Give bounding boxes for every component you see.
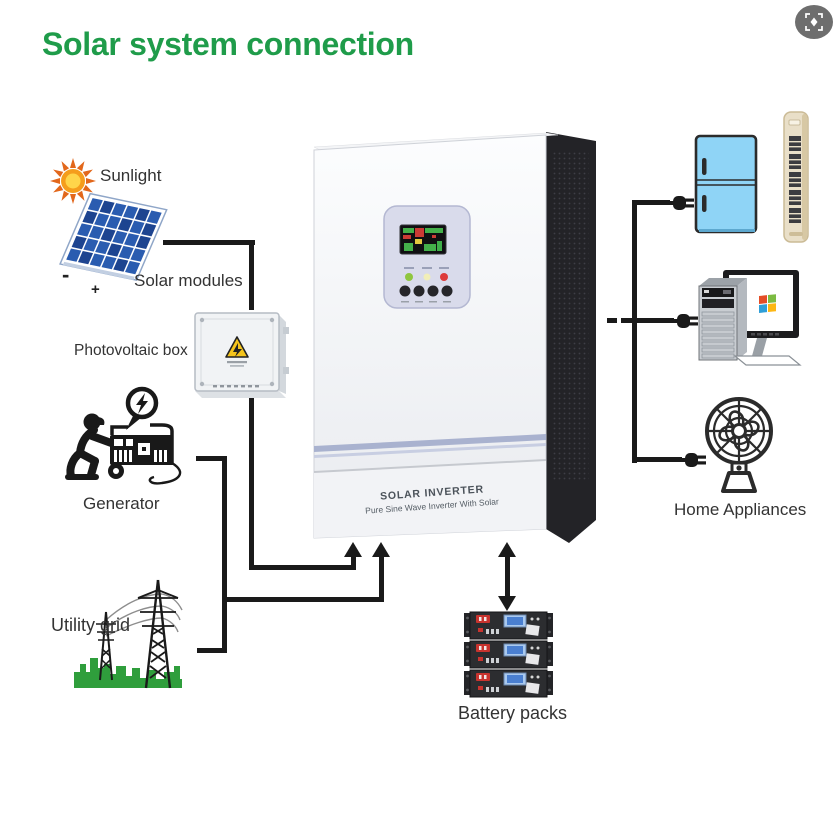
wire-bracket-vertical bbox=[222, 456, 227, 653]
ac-tower-icon bbox=[782, 110, 812, 246]
wire-fan-branch bbox=[632, 457, 682, 462]
fan-icon bbox=[703, 395, 775, 497]
refrigerator-icon bbox=[694, 134, 760, 238]
solar-panel-icon bbox=[48, 188, 178, 298]
wire-fridge-branch bbox=[632, 200, 670, 205]
wire-arrow2-shaft bbox=[379, 555, 384, 601]
wire-solar-horizontal bbox=[163, 240, 255, 245]
plug-icon bbox=[672, 311, 700, 331]
wire-solar-vertical bbox=[249, 240, 254, 310]
arrow-into-inverter-1 bbox=[344, 542, 362, 557]
generator-label: Generator bbox=[83, 494, 160, 513]
plug-icon bbox=[680, 450, 708, 470]
image-search-icon bbox=[804, 12, 824, 32]
solar-plus-sign: + bbox=[91, 281, 100, 298]
wire-utility-horizontal bbox=[197, 648, 227, 653]
solar-modules-label: Solar modules bbox=[134, 271, 243, 290]
battery-packs-label: Battery packs bbox=[458, 703, 568, 723]
wire-appliance-trunk bbox=[632, 200, 637, 463]
wire-arrow1-shaft bbox=[351, 555, 356, 569]
utility-grid-icon bbox=[66, 568, 196, 696]
computer-icon bbox=[693, 268, 803, 368]
sun-icon bbox=[49, 157, 97, 205]
utility-grid-label: Utility grid bbox=[51, 615, 131, 635]
wire-junction-horizontal bbox=[222, 597, 384, 602]
battery-pack-stack bbox=[464, 611, 553, 699]
arrow-into-inverter-2 bbox=[372, 542, 390, 557]
image-search-button[interactable] bbox=[795, 5, 833, 39]
plug-icon bbox=[668, 193, 696, 213]
photovoltaic-box-label: Photovoltaic box bbox=[74, 342, 188, 359]
solar-minus-sign: - bbox=[62, 262, 70, 287]
wire-pvbox-vertical bbox=[249, 398, 254, 570]
wire-computer-branch bbox=[621, 318, 674, 323]
sunlight-label: Sunlight bbox=[100, 166, 162, 185]
page-title: Solar system connection bbox=[42, 26, 414, 62]
wire-computer-stub bbox=[607, 318, 617, 323]
arrow-battery-down bbox=[498, 596, 516, 611]
generator-icon bbox=[50, 385, 190, 493]
arrow-battery-up bbox=[498, 542, 516, 557]
wire-battery-shaft bbox=[505, 556, 510, 598]
photovoltaic-box-icon bbox=[185, 305, 293, 403]
wire-pvbox-horizontal bbox=[249, 565, 356, 570]
solar-inverter-image bbox=[312, 126, 596, 546]
home-appliances-label: Home Appliances bbox=[674, 500, 807, 519]
wire-generator-horizontal bbox=[196, 456, 227, 461]
